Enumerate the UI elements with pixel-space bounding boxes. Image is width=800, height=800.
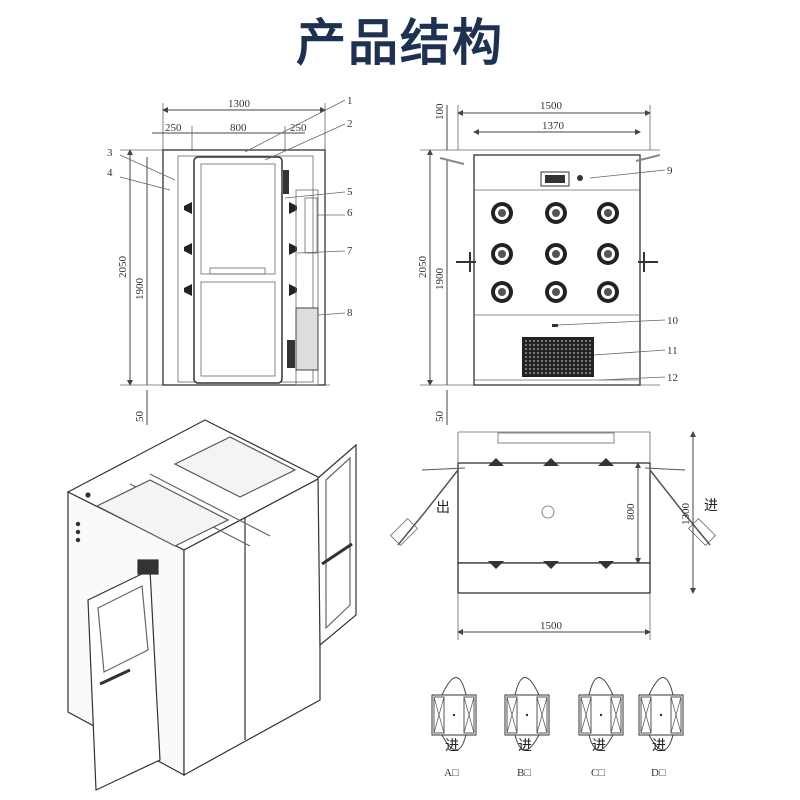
- exit-label: 出: [436, 500, 450, 516]
- nozzle: [491, 202, 513, 224]
- nozzle: [491, 243, 513, 265]
- page-title: 产品结构: [296, 14, 504, 72]
- dim-side-base: 50: [434, 411, 446, 423]
- callout-11: 11: [667, 345, 678, 357]
- front-view: 1300 250 800 250 2050 1900 50: [107, 95, 353, 425]
- nozzle: [545, 243, 567, 265]
- plan-view: 出 进 800 1300 1500: [389, 431, 718, 640]
- door-config: 进 C□: [578, 677, 624, 779]
- nozzle: [491, 281, 513, 303]
- dim-side-right: 250: [290, 122, 307, 134]
- dim-plan-depth: 1300: [680, 503, 692, 526]
- config-label: B□: [517, 767, 531, 779]
- dim-door-width: 800: [230, 122, 247, 134]
- dim-door-height: 1900: [134, 278, 146, 301]
- config-enter-label: 进: [592, 738, 606, 754]
- dim-base: 50: [134, 411, 146, 423]
- isometric-view: [66, 419, 357, 791]
- callout-3: 3: [107, 147, 113, 159]
- door-config: 进 D□: [638, 677, 684, 779]
- nozzle: [597, 202, 619, 224]
- door-configurations: 进 A□ 进 B□ 进 C□ 进 D□: [431, 677, 684, 779]
- callout-4: 4: [107, 167, 113, 179]
- nozzle: [545, 202, 567, 224]
- dim-side-inner-width: 1370: [542, 120, 565, 132]
- callout-2: 2: [347, 118, 353, 130]
- dim-side-overall-width: 1500: [540, 100, 563, 112]
- nozzle: [597, 243, 619, 265]
- callout-10: 10: [667, 315, 679, 327]
- config-label: D□: [651, 767, 666, 779]
- dim-side-top: 100: [434, 103, 446, 120]
- config-enter-label: 进: [445, 738, 459, 754]
- dim-overall-height: 2050: [117, 256, 129, 279]
- callout-7: 7: [347, 245, 353, 257]
- nozzle: [545, 281, 567, 303]
- door-config: 进 A□: [431, 677, 477, 779]
- dim-side-left: 250: [165, 122, 182, 134]
- callout-1: 1: [347, 95, 353, 107]
- callout-9: 9: [667, 165, 673, 177]
- door-config: 进 B□: [504, 677, 550, 779]
- callout-12: 12: [667, 372, 678, 384]
- dim-plan-inner-depth: 800: [625, 503, 637, 520]
- callout-6: 6: [347, 207, 353, 219]
- config-label: C□: [591, 767, 605, 779]
- dim-plan-width: 1500: [540, 620, 563, 632]
- dim-side-overall-height: 2050: [417, 256, 429, 279]
- callout-5: 5: [347, 186, 353, 198]
- dim-side-door-height: 1900: [434, 268, 446, 291]
- nozzle-grid: [491, 202, 619, 303]
- config-enter-label: 进: [518, 738, 532, 754]
- config-enter-label: 进: [652, 738, 666, 754]
- enter-label: 进: [704, 498, 718, 514]
- dim-overall-width: 1300: [228, 98, 251, 110]
- callout-8: 8: [347, 307, 353, 319]
- nozzle: [597, 281, 619, 303]
- config-label: A□: [444, 767, 459, 779]
- side-view: 1500 1370 2050 100 1900 50 9: [417, 100, 679, 425]
- filter-grille: [525, 340, 591, 374]
